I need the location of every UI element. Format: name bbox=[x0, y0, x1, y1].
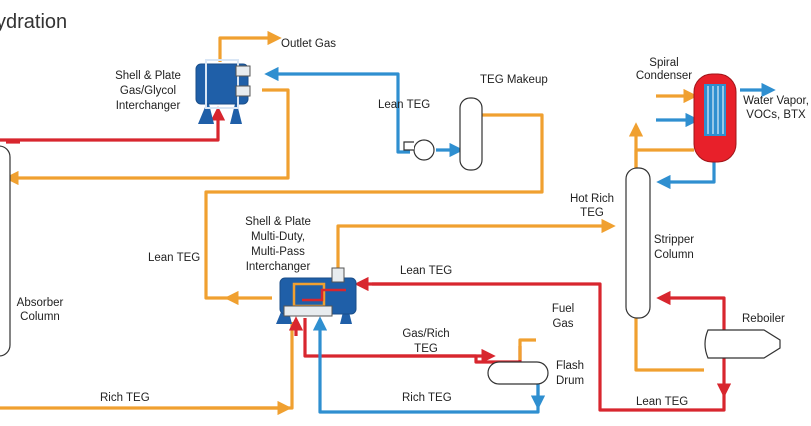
label-water-vapor-1: Water Vapor, bbox=[743, 95, 809, 107]
lean-teg-pump-line bbox=[264, 66, 410, 154]
label-lean-teg-mid: Lean TEG bbox=[400, 265, 452, 277]
makeup-return-line bbox=[204, 113, 544, 300]
lean-teg-to-absorber bbox=[4, 88, 290, 186]
absorber-column bbox=[0, 145, 11, 357]
flash-drum bbox=[487, 361, 549, 385]
reboiler bbox=[704, 329, 781, 359]
stripper-column bbox=[625, 167, 651, 319]
label-gg-1: Shell & Plate bbox=[115, 70, 181, 82]
label-gas-rich-1: Gas/Rich bbox=[402, 328, 449, 340]
label-md-1: Shell & Plate bbox=[245, 216, 311, 228]
stripper-bottom-line bbox=[634, 318, 704, 372]
condenser-reflux-line bbox=[656, 160, 716, 190]
reboiler-vapor-return bbox=[656, 290, 726, 338]
lean-teg-return-line bbox=[372, 282, 726, 412]
label-rich-teg-left: Rich TEG bbox=[100, 392, 150, 404]
label-stripper-1: Stripper bbox=[654, 234, 694, 246]
page-title: ydration bbox=[0, 11, 67, 33]
label-stripper-2: Column bbox=[654, 249, 694, 261]
rich-teg-from-absorber bbox=[0, 322, 294, 410]
hot-rich-teg-line bbox=[336, 218, 616, 275]
label-spiral-1: Spiral bbox=[649, 57, 678, 69]
label-fuel-2: Gas bbox=[552, 318, 573, 330]
label-absorber-1: Absorber bbox=[17, 297, 64, 309]
label-lean-teg-bottom: Lean TEG bbox=[636, 396, 688, 408]
label-rich-teg-mid: Rich TEG bbox=[402, 392, 452, 404]
label-lean-teg-left: Lean TEG bbox=[148, 252, 200, 264]
spiral-condenser-icon bbox=[693, 73, 737, 163]
label-water-vapor-2: VOCs, BTX bbox=[746, 109, 806, 121]
label-md-4: Interchanger bbox=[246, 261, 311, 273]
label-gas-rich-2: TEG bbox=[414, 343, 438, 355]
label-flash-2: Drum bbox=[556, 375, 584, 387]
outlet-gas-line bbox=[218, 30, 282, 62]
multi-duty-exchanger bbox=[276, 267, 357, 324]
label-md-3: Multi-Pass bbox=[251, 246, 305, 258]
fuel-gas-line bbox=[518, 338, 536, 360]
label-lean-teg-top: Lean TEG bbox=[378, 99, 430, 111]
label-absorber-2: Column bbox=[20, 311, 60, 323]
teg-makeup-tank bbox=[459, 97, 483, 171]
label-outlet-gas: Outlet Gas bbox=[281, 38, 336, 50]
label-hot-rich-2: TEG bbox=[580, 207, 604, 219]
stripper-to-condenser bbox=[634, 148, 694, 172]
label-md-2: Multi-Duty, bbox=[251, 231, 305, 243]
label-reboiler: Reboiler bbox=[742, 313, 785, 325]
pump-icon bbox=[403, 139, 435, 161]
wet-gas-line bbox=[0, 106, 226, 142]
heat-exchanger-icon bbox=[195, 59, 251, 124]
label-hot-rich-1: Hot Rich bbox=[570, 193, 614, 205]
label-fuel-1: Fuel bbox=[552, 303, 574, 315]
label-flash-1: Flash bbox=[556, 360, 584, 372]
label-gg-3: Interchanger bbox=[116, 100, 181, 112]
label-gg-2: Gas/Glycol bbox=[120, 85, 176, 97]
label-spiral-2: Condenser bbox=[636, 70, 692, 82]
label-teg-makeup: TEG Makeup bbox=[480, 74, 548, 86]
